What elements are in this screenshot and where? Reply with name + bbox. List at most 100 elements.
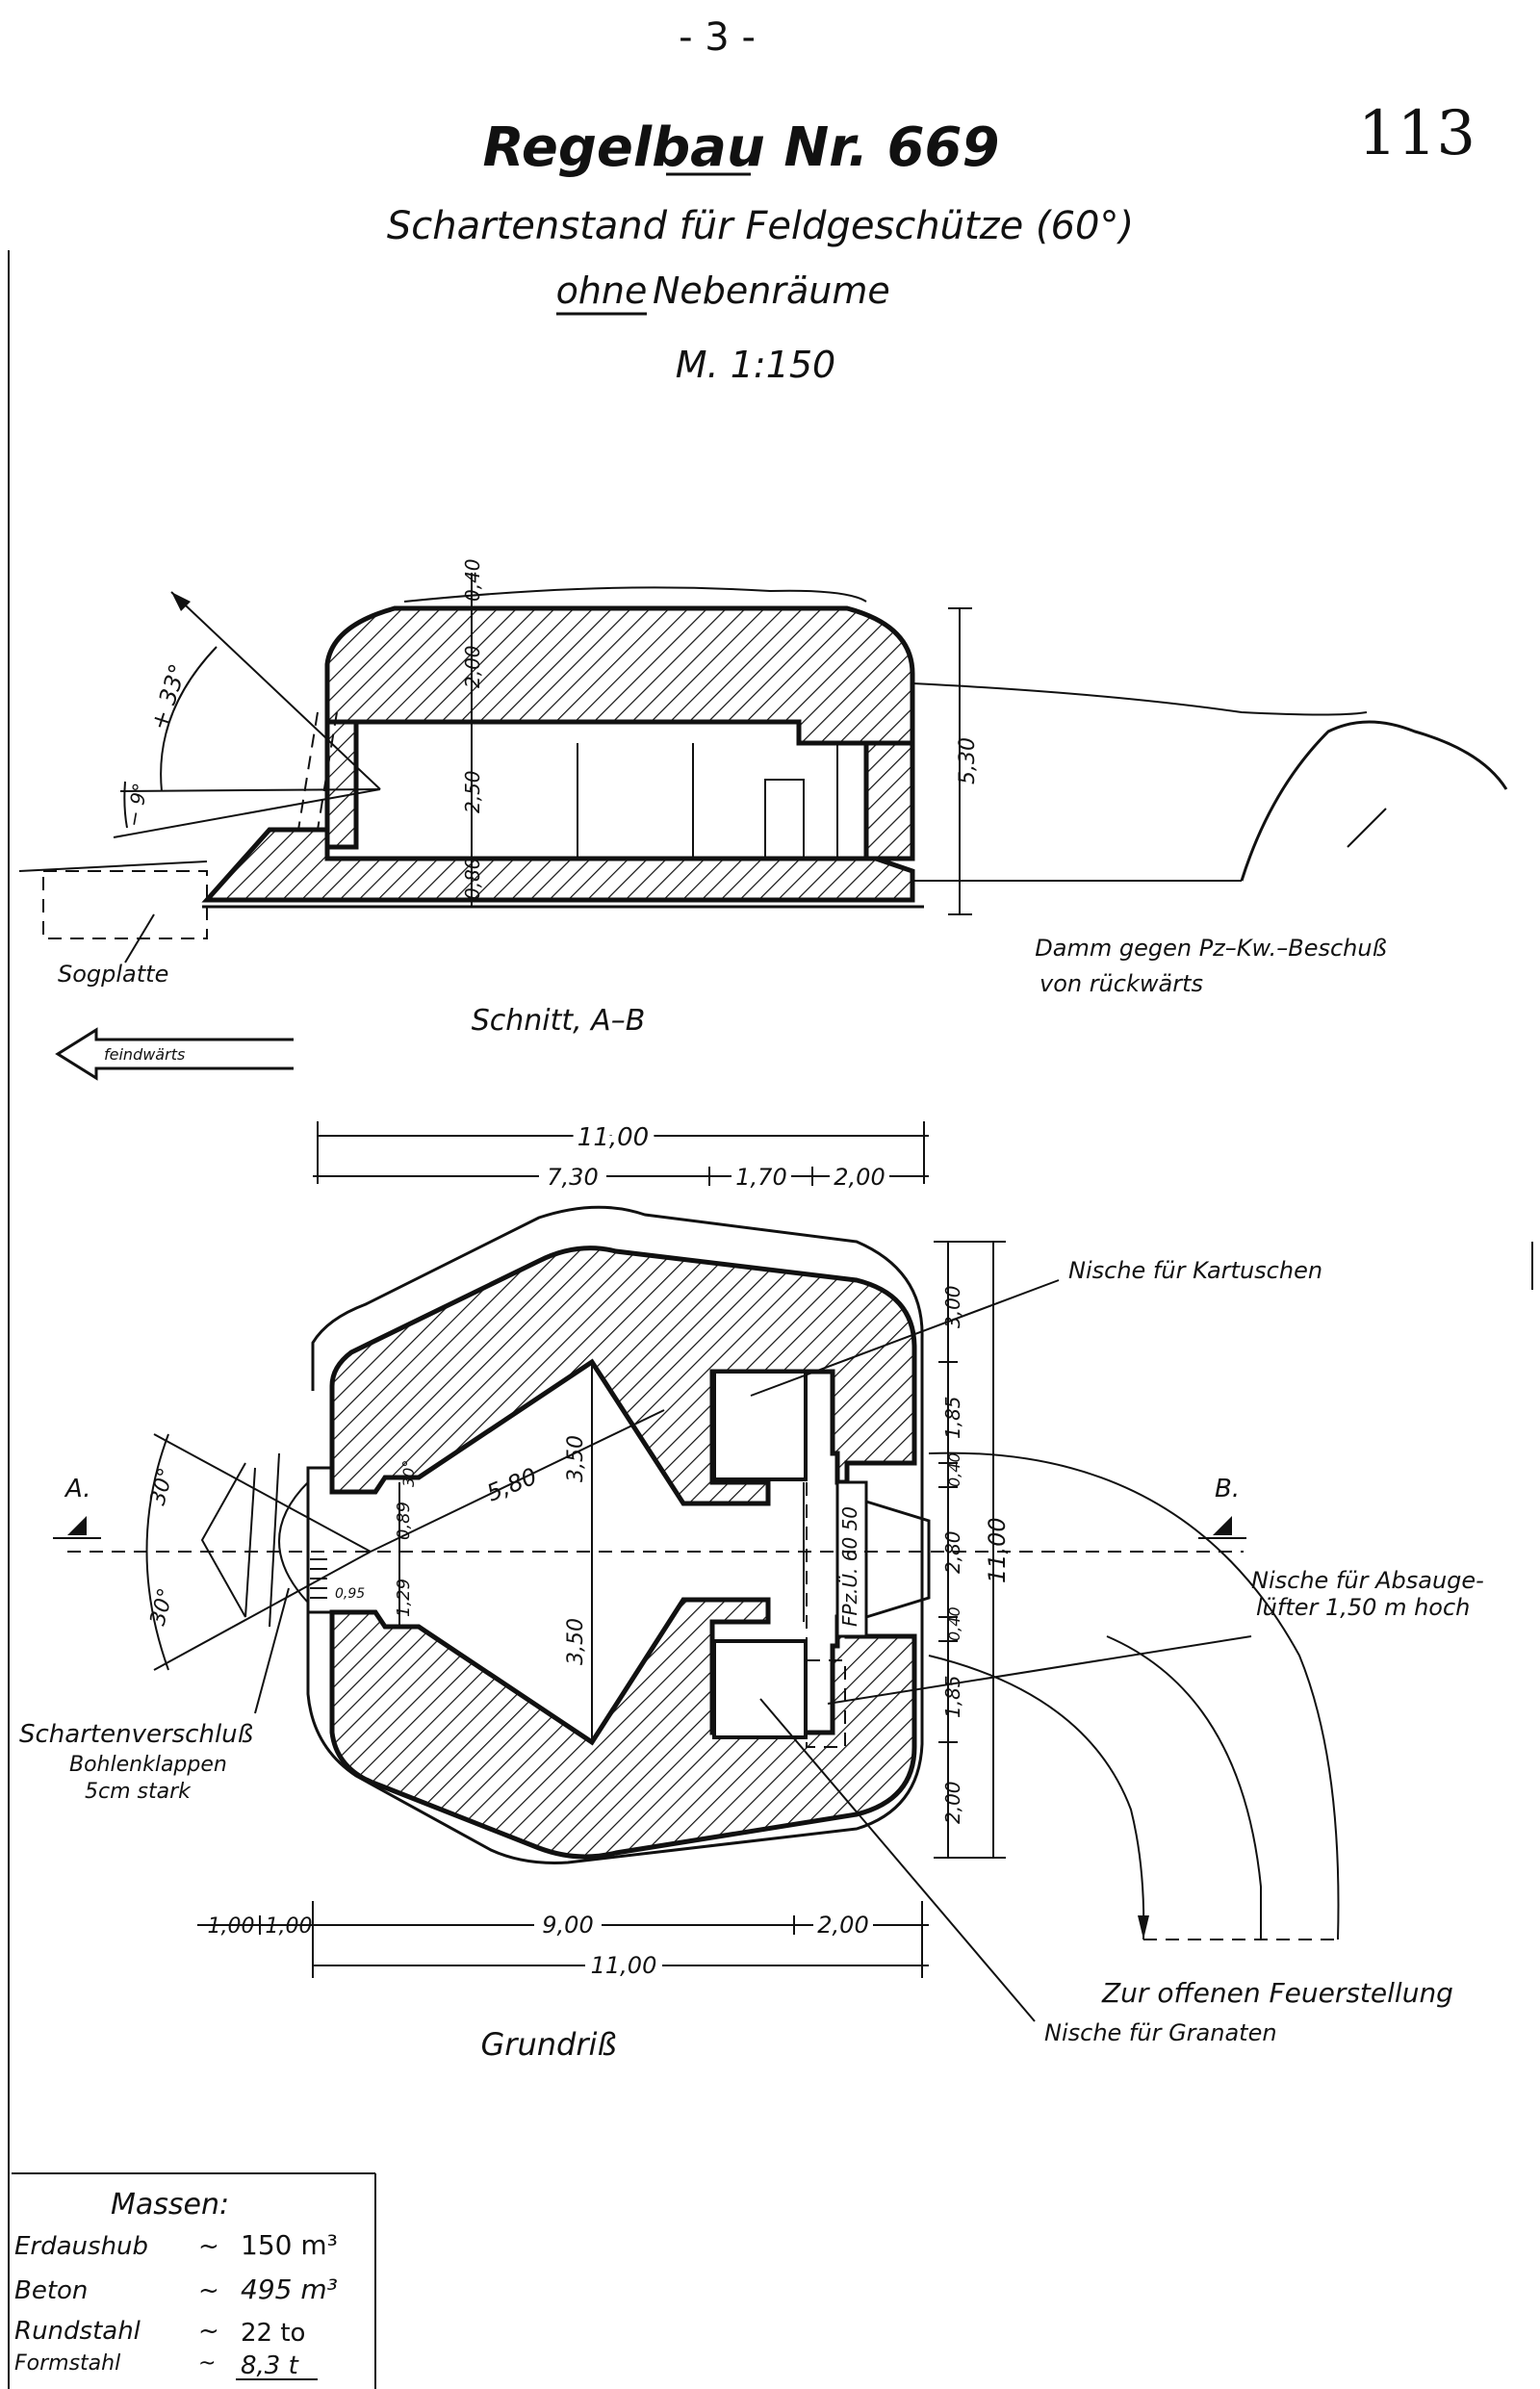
point-b-marker: [1213, 1516, 1232, 1535]
dim-angle-small: 30°: [399, 1460, 418, 1487]
masses-row-approx: ~: [198, 2351, 216, 2376]
embrasure-outer-lines: [200, 1462, 246, 1618]
plan-caption: Grundriß: [480, 2026, 616, 2063]
enemy-direction-arrow: [55, 1027, 294, 1081]
drawing-title: Regelbau Nr. 669: [483, 116, 1000, 179]
masses-row-label: Beton: [14, 2276, 88, 2305]
path-arc-outer: [928, 1451, 1340, 1940]
roof-slab: [324, 605, 915, 746]
dim-bottom-part3: 9,00: [542, 1912, 593, 1939]
dim-right-overall: 11,00: [984, 1517, 1011, 1583]
masses-row-approx: ~: [198, 2276, 219, 2305]
dim-right-upper-jamb: 0,40: [945, 1452, 963, 1487]
dim-top-overall-bg: 11,00: [578, 1123, 649, 1152]
embrasure-arc: [278, 1481, 309, 1604]
label-schartenverschluss-1: Schartenverschluß: [19, 1720, 253, 1749]
embrasure-line: [244, 1467, 256, 1618]
label-schartenverschluss-2: Bohlenklappen: [69, 1753, 227, 1777]
roof-earth-cover: [403, 586, 867, 603]
section-caption: Schnitt, A–B: [472, 1004, 646, 1038]
dim-right-bottom-wall: 2,00: [941, 1781, 964, 1824]
masses-row-value: 22 to: [241, 2319, 305, 2348]
angle-line-horizontal: [119, 788, 381, 792]
masses-table: Massen: Erdaushub ~ 150 m³ Beton ~ 495 m…: [12, 2172, 376, 2389]
masses-row-value: 495 m³: [241, 2273, 338, 2305]
dim-right-door: 2,80: [941, 1530, 964, 1574]
sogplatte-leader: [124, 913, 155, 963]
embrasure-dash: [317, 711, 338, 831]
point-a-label: A.: [64, 1475, 91, 1503]
dim-embrasure-gap: 0,95: [335, 1586, 365, 1602]
sogplatte-outline: [42, 870, 208, 939]
angle-line-lower: [113, 788, 381, 838]
point-a-marker: [67, 1516, 87, 1535]
dim-bottom-overall: 11,00: [591, 1952, 657, 1979]
enemy-direction-label: feindwärts: [104, 1045, 185, 1064]
rear-door-frame: [835, 1480, 868, 1638]
drawing-subtitle: Schartenstand für Feldgeschütze (60°): [387, 204, 1134, 248]
label-nische-absauge-1: Nische für Absauge-: [1251, 1567, 1484, 1594]
leader-shells: [759, 1698, 1036, 2022]
damm-label-line2: von rückwärts: [1040, 970, 1203, 997]
dim-roof-cover: 0,40: [461, 558, 484, 602]
field-of-fire-lower: [153, 1551, 372, 1671]
dim-right-lower-jamb: 0,40: [945, 1606, 963, 1641]
field-of-fire-arc: [145, 1433, 169, 1671]
dim-total-height: 5,30: [956, 737, 980, 784]
door-label: FPz.Ü. 60 50: [838, 1506, 861, 1627]
subtitle-emphasis: ohne: [556, 270, 648, 312]
embrasure-dash: [297, 711, 319, 831]
embrasure-line: [269, 1452, 280, 1628]
earth-bank-top: [911, 682, 1368, 716]
sogplatte-label: Sogplatte: [58, 961, 168, 988]
label-nische-absauge-2: lüfter 1,50 m hoch: [1256, 1594, 1470, 1621]
dim-bg: [732, 1163, 791, 1188]
dim-room-height: 2,50: [461, 770, 484, 813]
path-arc-inner: [928, 1655, 1145, 1940]
leader-cartridges: [750, 1279, 1060, 1397]
label-schartenverschluss-3: 5cm stark: [85, 1780, 192, 1804]
floor-slab: [201, 827, 915, 903]
dim-bg: [539, 1163, 606, 1188]
damm-leader: [1347, 808, 1387, 848]
diagonal-dimension: [370, 1409, 665, 1553]
dim-lower-half: 3,50: [564, 1618, 588, 1665]
dim-bg: [585, 1952, 662, 1979]
dim-embrasure-upper: 0,89: [394, 1502, 414, 1540]
drawing-scale: M. 1:150: [676, 344, 835, 386]
subtitle-rest: Nebenräume: [653, 270, 890, 312]
embrasure-front: [306, 1466, 332, 1614]
damm-outline: [1240, 720, 1508, 882]
dim-upper-half: 3,50: [564, 1435, 588, 1482]
masses-title: Massen:: [111, 2188, 229, 2222]
dim-bg: [813, 1912, 873, 1939]
field-of-fire-upper: [153, 1433, 372, 1553]
dim-roof: 2,00: [461, 645, 484, 688]
masses-row-approx: ~: [198, 2317, 219, 2346]
section-view: Sogplatte + 33° − 9° 0,40 2,00 2,50 0,80…: [18, 558, 1508, 1081]
dim-top-part1: 7,30: [547, 1164, 598, 1191]
leader-shutter: [254, 1587, 290, 1714]
masses-row-label: Erdaushub: [14, 2232, 148, 2261]
leader-ventilator: [827, 1635, 1252, 1705]
dim-embrasure-lower: 1,29: [394, 1579, 414, 1617]
rear-wall: [863, 740, 915, 861]
dim-top-part3: 2,00: [834, 1164, 885, 1191]
dim-bottom-part1: 1,00: [208, 1914, 255, 1939]
label-nische-granaten: Nische für Granaten: [1044, 2019, 1277, 2046]
dim-right-upper-niche: 1,85: [941, 1396, 964, 1439]
angle-arrowhead: [171, 592, 191, 611]
embrasure-shutter: [310, 1558, 327, 1599]
niche-shells: [712, 1639, 808, 1739]
masses-row-approx: ~: [198, 2232, 219, 2261]
sheet-number: 113: [1358, 98, 1476, 169]
damm-label-line1: Damm gegen Pz–Kw.–Beschuß: [1035, 935, 1386, 962]
plan-view: 11,00 11,00 7,30 1,70 2,00 FPz.Ü. 60 50: [19, 1117, 1484, 2063]
dim-bottom-part4: 2,00: [817, 1912, 868, 1939]
rear-door-opening: [865, 1500, 931, 1619]
dim-bottom-part2: 1,00: [266, 1914, 313, 1939]
label-zur-offenen: Zur offenen Feuerstellung: [1101, 1977, 1453, 2009]
path-arrowhead: [1138, 1915, 1149, 1939]
